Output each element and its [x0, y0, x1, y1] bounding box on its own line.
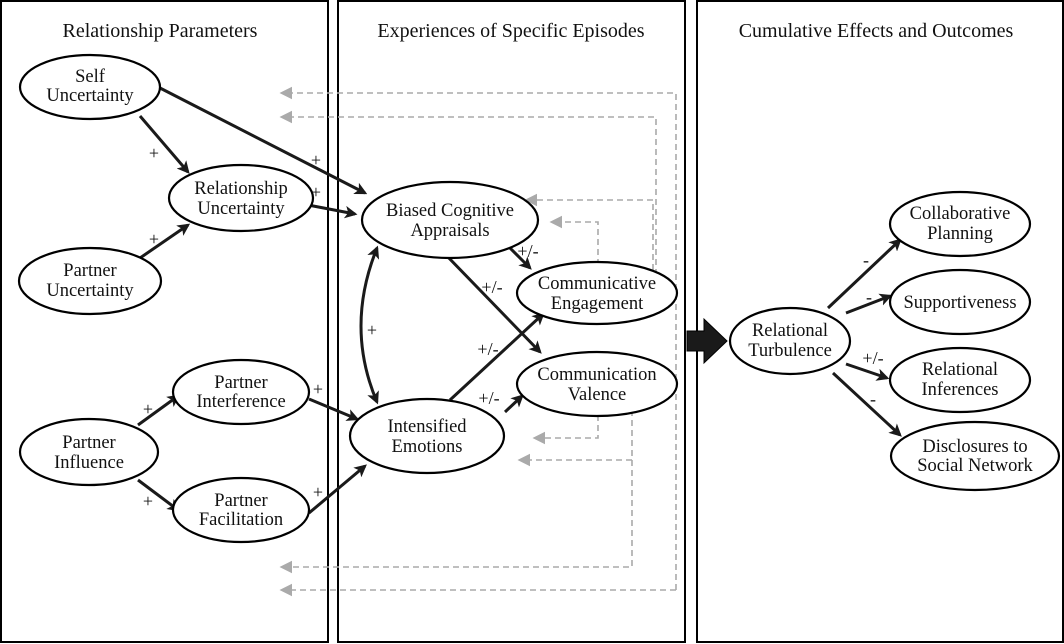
node-label-line2: Turbulence — [748, 341, 832, 361]
panel-title-cumulative-effects: Cumulative Effects and Outcomes — [739, 20, 1014, 42]
node-relationship-uncertainty: Relationship Uncertainty — [167, 163, 315, 233]
arrow-influence-to-facilitation — [137, 478, 181, 512]
node-label-line2: Social Network — [917, 456, 1033, 476]
node-label-line2: Inferences — [921, 380, 998, 400]
sign-turbulence-to-supportiveness: - — [866, 287, 872, 307]
node-label-line1: Communicative — [538, 274, 656, 294]
node-relational-inferences: Relational Inferences — [888, 346, 1032, 414]
node-label-line2: Interference — [196, 392, 285, 412]
node-label-line1: Relationship — [194, 179, 288, 199]
node-label-line2: Planning — [927, 224, 993, 244]
arrow-self-to-appraisals — [159, 86, 368, 195]
node-supportiveness: Supportiveness — [888, 268, 1032, 336]
node-label-line1: Partner — [63, 261, 116, 281]
node-label-line1: Partner — [214, 491, 267, 511]
node-label-line2: Valence — [568, 385, 627, 405]
arrow-turbulence-to-planning — [826, 238, 902, 310]
node-label-line1: Supportiveness — [903, 293, 1016, 313]
arrow-turbulence-to-inferences — [845, 362, 890, 381]
sign-appraisals-to-engagement: +/- — [517, 241, 538, 261]
node-label-line1: Relational — [752, 321, 828, 341]
node-label-line2: Uncertainty — [197, 199, 285, 219]
sign-facilitation-to-emotions: + — [313, 482, 323, 502]
node-collaborative-planning: Collaborative Planning — [888, 190, 1032, 258]
path-sign-labels: + + + + + + + + + +/- +/- +/- +/- - - +/… — [143, 143, 884, 511]
panel-title-relationship-parameters: Relationship Parameters — [63, 20, 258, 42]
node-label-line2: Emotions — [392, 437, 463, 457]
arrow-turbulence-to-supportiveness — [845, 293, 893, 315]
sign-influence-to-facilitation: + — [143, 491, 153, 511]
node-label-line1: Disclosures to — [922, 437, 1027, 457]
node-label-line2: Facilitation — [199, 510, 283, 530]
arrow-relationship-to-appraisals — [307, 203, 358, 219]
arrow-self-to-relationship — [138, 115, 190, 174]
sign-emotions-to-valence: +/- — [478, 388, 499, 408]
node-label-line2: Uncertainty — [46, 86, 134, 106]
sign-turbulence-to-planning: - — [863, 250, 869, 270]
sign-emotions-to-engagement: +/- — [477, 339, 498, 359]
sign-appraisals-to-valence: +/- — [481, 277, 502, 297]
feedback-line-to-parameters-top — [279, 86, 677, 590]
node-partner-facilitation: Partner Facilitation — [171, 476, 311, 544]
node-biased-cognitive-appraisals: Biased Cognitive Appraisals — [360, 180, 540, 260]
sign-self-to-relationship: + — [149, 143, 159, 163]
arrow-emotions-to-engagement — [448, 312, 545, 402]
node-self-uncertainty: Self Uncertainty — [18, 53, 162, 121]
arrow-interference-to-emotions — [308, 397, 360, 421]
cumulative-effect-block-arrow — [686, 317, 728, 365]
arrow-emotions-to-valence — [503, 394, 524, 414]
node-intensified-emotions: Intensified Emotions — [348, 397, 506, 475]
node-label-line1: Biased Cognitive — [386, 201, 514, 221]
node-disclosures-to-social-network: Disclosures to Social Network — [889, 420, 1061, 492]
node-communicative-engagement: Communicative Engagement — [515, 260, 679, 326]
node-label-line1: Self — [75, 67, 106, 87]
sign-relationship-to-appraisals: + — [311, 182, 321, 202]
node-label-line1: Intensified — [387, 417, 467, 437]
node-partner-interference: Partner Interference — [171, 358, 311, 426]
panel-title-specific-episodes: Experiences of Specific Episodes — [377, 20, 644, 42]
arrow-facilitation-to-emotions — [308, 464, 367, 515]
arrow-partner-to-relationship — [139, 223, 191, 260]
feedback-line-to-parameters-second — [279, 110, 657, 305]
node-label-line1: Collaborative — [910, 204, 1011, 224]
node-partner-influence: Partner Influence — [18, 417, 160, 487]
node-label-line2: Appraisals — [410, 221, 489, 241]
node-label-line1: Partner — [214, 373, 267, 393]
sign-influence-to-interference: + — [143, 399, 153, 419]
feedback-paths — [279, 86, 677, 597]
arrow-appraisals-emotions-bidirectional — [359, 245, 380, 405]
sign-self-to-appraisals: + — [311, 150, 321, 170]
node-relational-turbulence: Relational Turbulence — [728, 306, 852, 376]
sign-turbulence-to-disclosures: - — [870, 389, 876, 409]
arrow-appraisals-to-valence — [443, 252, 542, 354]
node-label-line2: Engagement — [551, 294, 644, 314]
feedback-line-to-emotions — [532, 415, 599, 445]
arrow-turbulence-to-disclosures — [831, 371, 902, 437]
causal-paths — [137, 86, 902, 515]
node-label-line1: Partner — [62, 433, 115, 453]
node-communication-valence: Communication Valence — [515, 350, 679, 418]
sign-interference-to-emotions: + — [313, 379, 323, 399]
node-label-line2: Influence — [54, 453, 124, 473]
sign-partner-to-relationship: + — [149, 229, 159, 249]
sign-appraisals-emotions: + — [367, 320, 377, 340]
node-partner-uncertainty: Partner Uncertainty — [17, 246, 163, 316]
feedback-line-to-parameters-third — [279, 460, 633, 574]
arrow-influence-to-interference — [137, 394, 181, 427]
feedback-line-to-appraisals — [524, 193, 654, 300]
sign-turbulence-to-inferences: +/- — [862, 348, 883, 368]
feedback-line-to-appraisals-inner — [549, 215, 599, 265]
node-label-line1: Relational — [922, 360, 998, 380]
node-label-line2: Uncertainty — [46, 281, 134, 301]
node-label-line1: Communication — [537, 365, 656, 385]
